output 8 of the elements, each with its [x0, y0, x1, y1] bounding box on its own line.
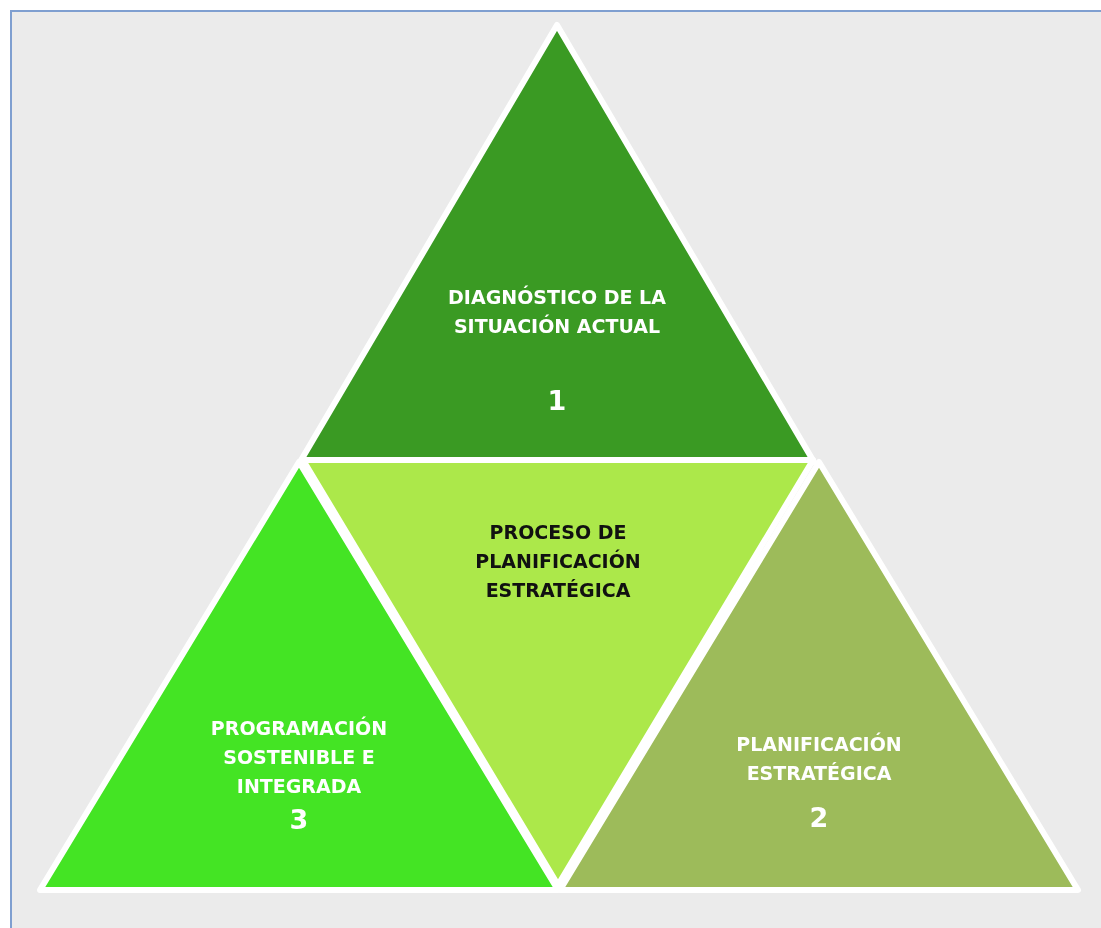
- step-number: 3: [289, 804, 309, 835]
- triangle-segment: [300, 25, 814, 462]
- segment-title: PROCESO DE PLANIFICACIÓN ESTRATÉGICA: [474, 520, 642, 603]
- segment-title: DIAGNÓSTICO DE LA SITUACIÓN ACTUAL: [447, 284, 667, 339]
- step-number: 1: [547, 385, 567, 416]
- segment-title: PLANIFICACIÓN ESTRATÉGICA: [735, 731, 903, 786]
- segment-title: PROGRAMACIÓN SOSTENIBLE E INTEGRADA: [209, 715, 389, 799]
- step-number: 2: [809, 802, 829, 833]
